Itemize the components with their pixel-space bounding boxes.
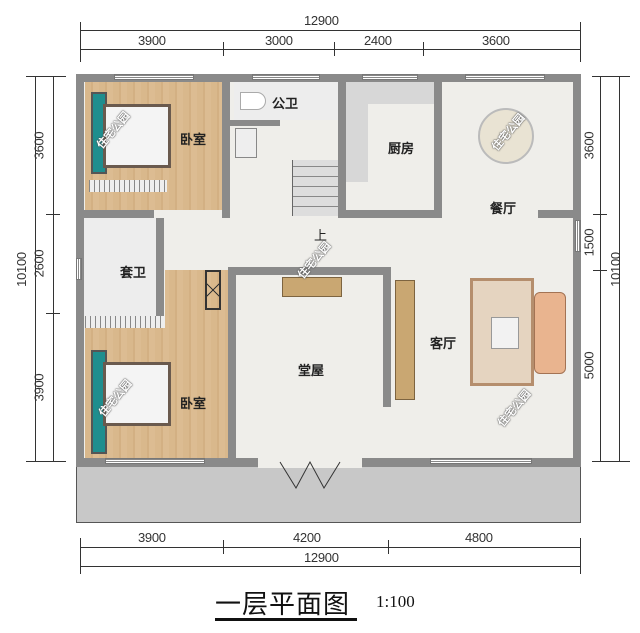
toilet-icon — [240, 92, 266, 110]
room-kitchen — [346, 82, 434, 210]
bed-icon — [103, 362, 171, 426]
dim-top-total: 12900 — [304, 13, 339, 28]
tv-cabinet — [395, 280, 415, 400]
dimension-tick — [26, 461, 66, 462]
wall — [434, 82, 442, 218]
wall — [228, 267, 236, 458]
window — [575, 220, 581, 252]
counter — [346, 104, 368, 182]
wall — [346, 210, 441, 218]
dimension-tick — [593, 270, 607, 271]
sink-icon — [235, 128, 257, 158]
dimension-line — [53, 76, 54, 462]
dimension-line — [80, 49, 581, 50]
wall-east — [573, 74, 581, 467]
dimension-tick — [592, 461, 630, 462]
room-label-bedroom-bottom: 卧室 — [180, 397, 207, 412]
sofa-icon — [534, 292, 566, 374]
bed-icon — [103, 104, 171, 168]
drawing-title: 一层平面图 — [215, 590, 351, 620]
window — [465, 74, 545, 80]
wall — [383, 267, 391, 407]
dimension-tick — [223, 540, 224, 554]
wardrobe — [85, 316, 165, 328]
coffee-table — [491, 317, 519, 349]
dim-top-seg-2: 3000 — [265, 33, 293, 48]
room-label-kitchen: 厨房 — [388, 142, 415, 157]
dimension-tick — [223, 42, 224, 56]
counter — [346, 82, 434, 104]
window — [362, 74, 418, 80]
dim-bottom-seg-2: 4200 — [293, 530, 321, 545]
dimension-tick — [388, 540, 389, 554]
rug — [470, 278, 534, 386]
dimension-tick — [26, 76, 66, 77]
dimension-tick — [592, 76, 630, 77]
dim-right-seg-2: 1500 — [581, 228, 597, 257]
wall — [538, 210, 573, 218]
window — [105, 458, 205, 464]
dim-top-seg-4: 3600 — [482, 33, 510, 48]
dim-bottom-seg-3: 4800 — [465, 530, 493, 545]
altar-table — [282, 277, 342, 297]
dim-top-seg-1: 3900 — [138, 33, 166, 48]
wall — [156, 218, 164, 316]
wall — [84, 210, 154, 218]
title-underline — [215, 618, 357, 621]
room-bedroom-top: 住宅公园 — [85, 82, 222, 210]
wall — [222, 82, 230, 218]
dim-right-seg-3: 5000 — [581, 351, 597, 380]
dimension-line — [80, 566, 581, 567]
wall-north — [76, 74, 581, 82]
dimension-tick — [80, 22, 81, 62]
wardrobe — [89, 180, 167, 192]
window — [114, 74, 194, 80]
dimension-tick — [580, 22, 581, 62]
double-door-icon[interactable] — [278, 460, 342, 490]
dimension-tick — [80, 538, 81, 574]
dining-table-icon — [478, 108, 534, 164]
dimension-line — [35, 76, 36, 462]
dim-left-total: 10100 — [13, 252, 29, 287]
room-label-hall: 堂屋 — [298, 364, 325, 379]
window — [430, 458, 532, 464]
room-label-suite-bath: 套卫 — [120, 266, 147, 281]
dimension-tick — [593, 214, 607, 215]
wall — [338, 82, 346, 218]
dimension-line — [619, 76, 620, 462]
dim-left-seg-1: 3600 — [31, 131, 47, 160]
drawing-scale: 1:100 — [376, 592, 415, 611]
window — [252, 74, 320, 80]
room-label-dining: 餐厅 — [490, 202, 517, 217]
room-label-living: 客厅 — [430, 337, 457, 352]
dim-left-seg-2: 2600 — [31, 249, 47, 278]
wall — [230, 120, 280, 126]
dimension-tick — [46, 313, 60, 314]
room-label-public-bath: 公卫 — [272, 97, 299, 112]
dim-bottom-seg-1: 3900 — [138, 530, 166, 545]
dimension-tick — [334, 42, 335, 56]
dimension-line — [600, 76, 601, 462]
dim-top-seg-3: 2400 — [364, 33, 392, 48]
room-dining: 住宅公园 — [442, 82, 573, 210]
dim-left-seg-3: 3900 — [31, 373, 47, 402]
wall — [228, 267, 388, 275]
room-public-bath — [234, 82, 338, 120]
dim-right-total: 10100 — [607, 252, 623, 287]
dimension-tick — [423, 42, 424, 56]
dimension-tick — [46, 214, 60, 215]
window — [76, 258, 82, 280]
porch — [76, 466, 581, 523]
dimension-line — [80, 547, 581, 548]
cabinet-icon — [205, 270, 221, 310]
room-label-bedroom-top: 卧室 — [180, 133, 207, 148]
dimension-tick — [580, 538, 581, 574]
dimension-line — [80, 30, 581, 31]
dim-right-seg-1: 3600 — [581, 131, 597, 160]
stairs-up-label: 上 — [314, 229, 328, 244]
room-suite-bath — [84, 218, 156, 316]
dim-bottom-total: 12900 — [304, 550, 339, 565]
staircase — [292, 160, 339, 216]
